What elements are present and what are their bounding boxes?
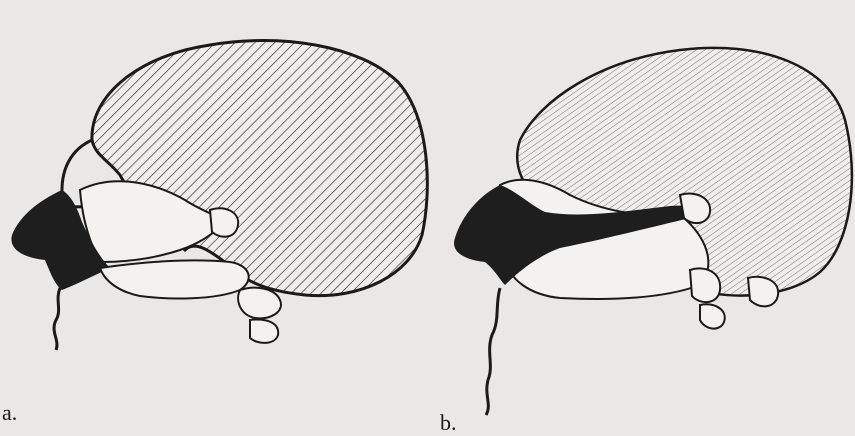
panel-b-stalk bbox=[486, 288, 500, 415]
panel-a-vertebra-2 bbox=[250, 320, 278, 343]
panel-a-vertebra-3 bbox=[210, 208, 238, 236]
panel-a-stalk bbox=[54, 288, 60, 350]
panel-b-illustration bbox=[454, 48, 852, 415]
panel-b-vertebra-1 bbox=[690, 268, 720, 302]
panel-b-vertebra-2 bbox=[700, 304, 725, 328]
panel-a-caption: a. bbox=[2, 400, 17, 426]
panel-a-lower-bone bbox=[100, 260, 249, 298]
panel-b-vertebra-3 bbox=[748, 277, 778, 307]
panel-a-vertebra-1 bbox=[238, 288, 281, 319]
panel-a-illustration bbox=[11, 41, 427, 350]
panel-b-caption: b. bbox=[440, 410, 457, 436]
